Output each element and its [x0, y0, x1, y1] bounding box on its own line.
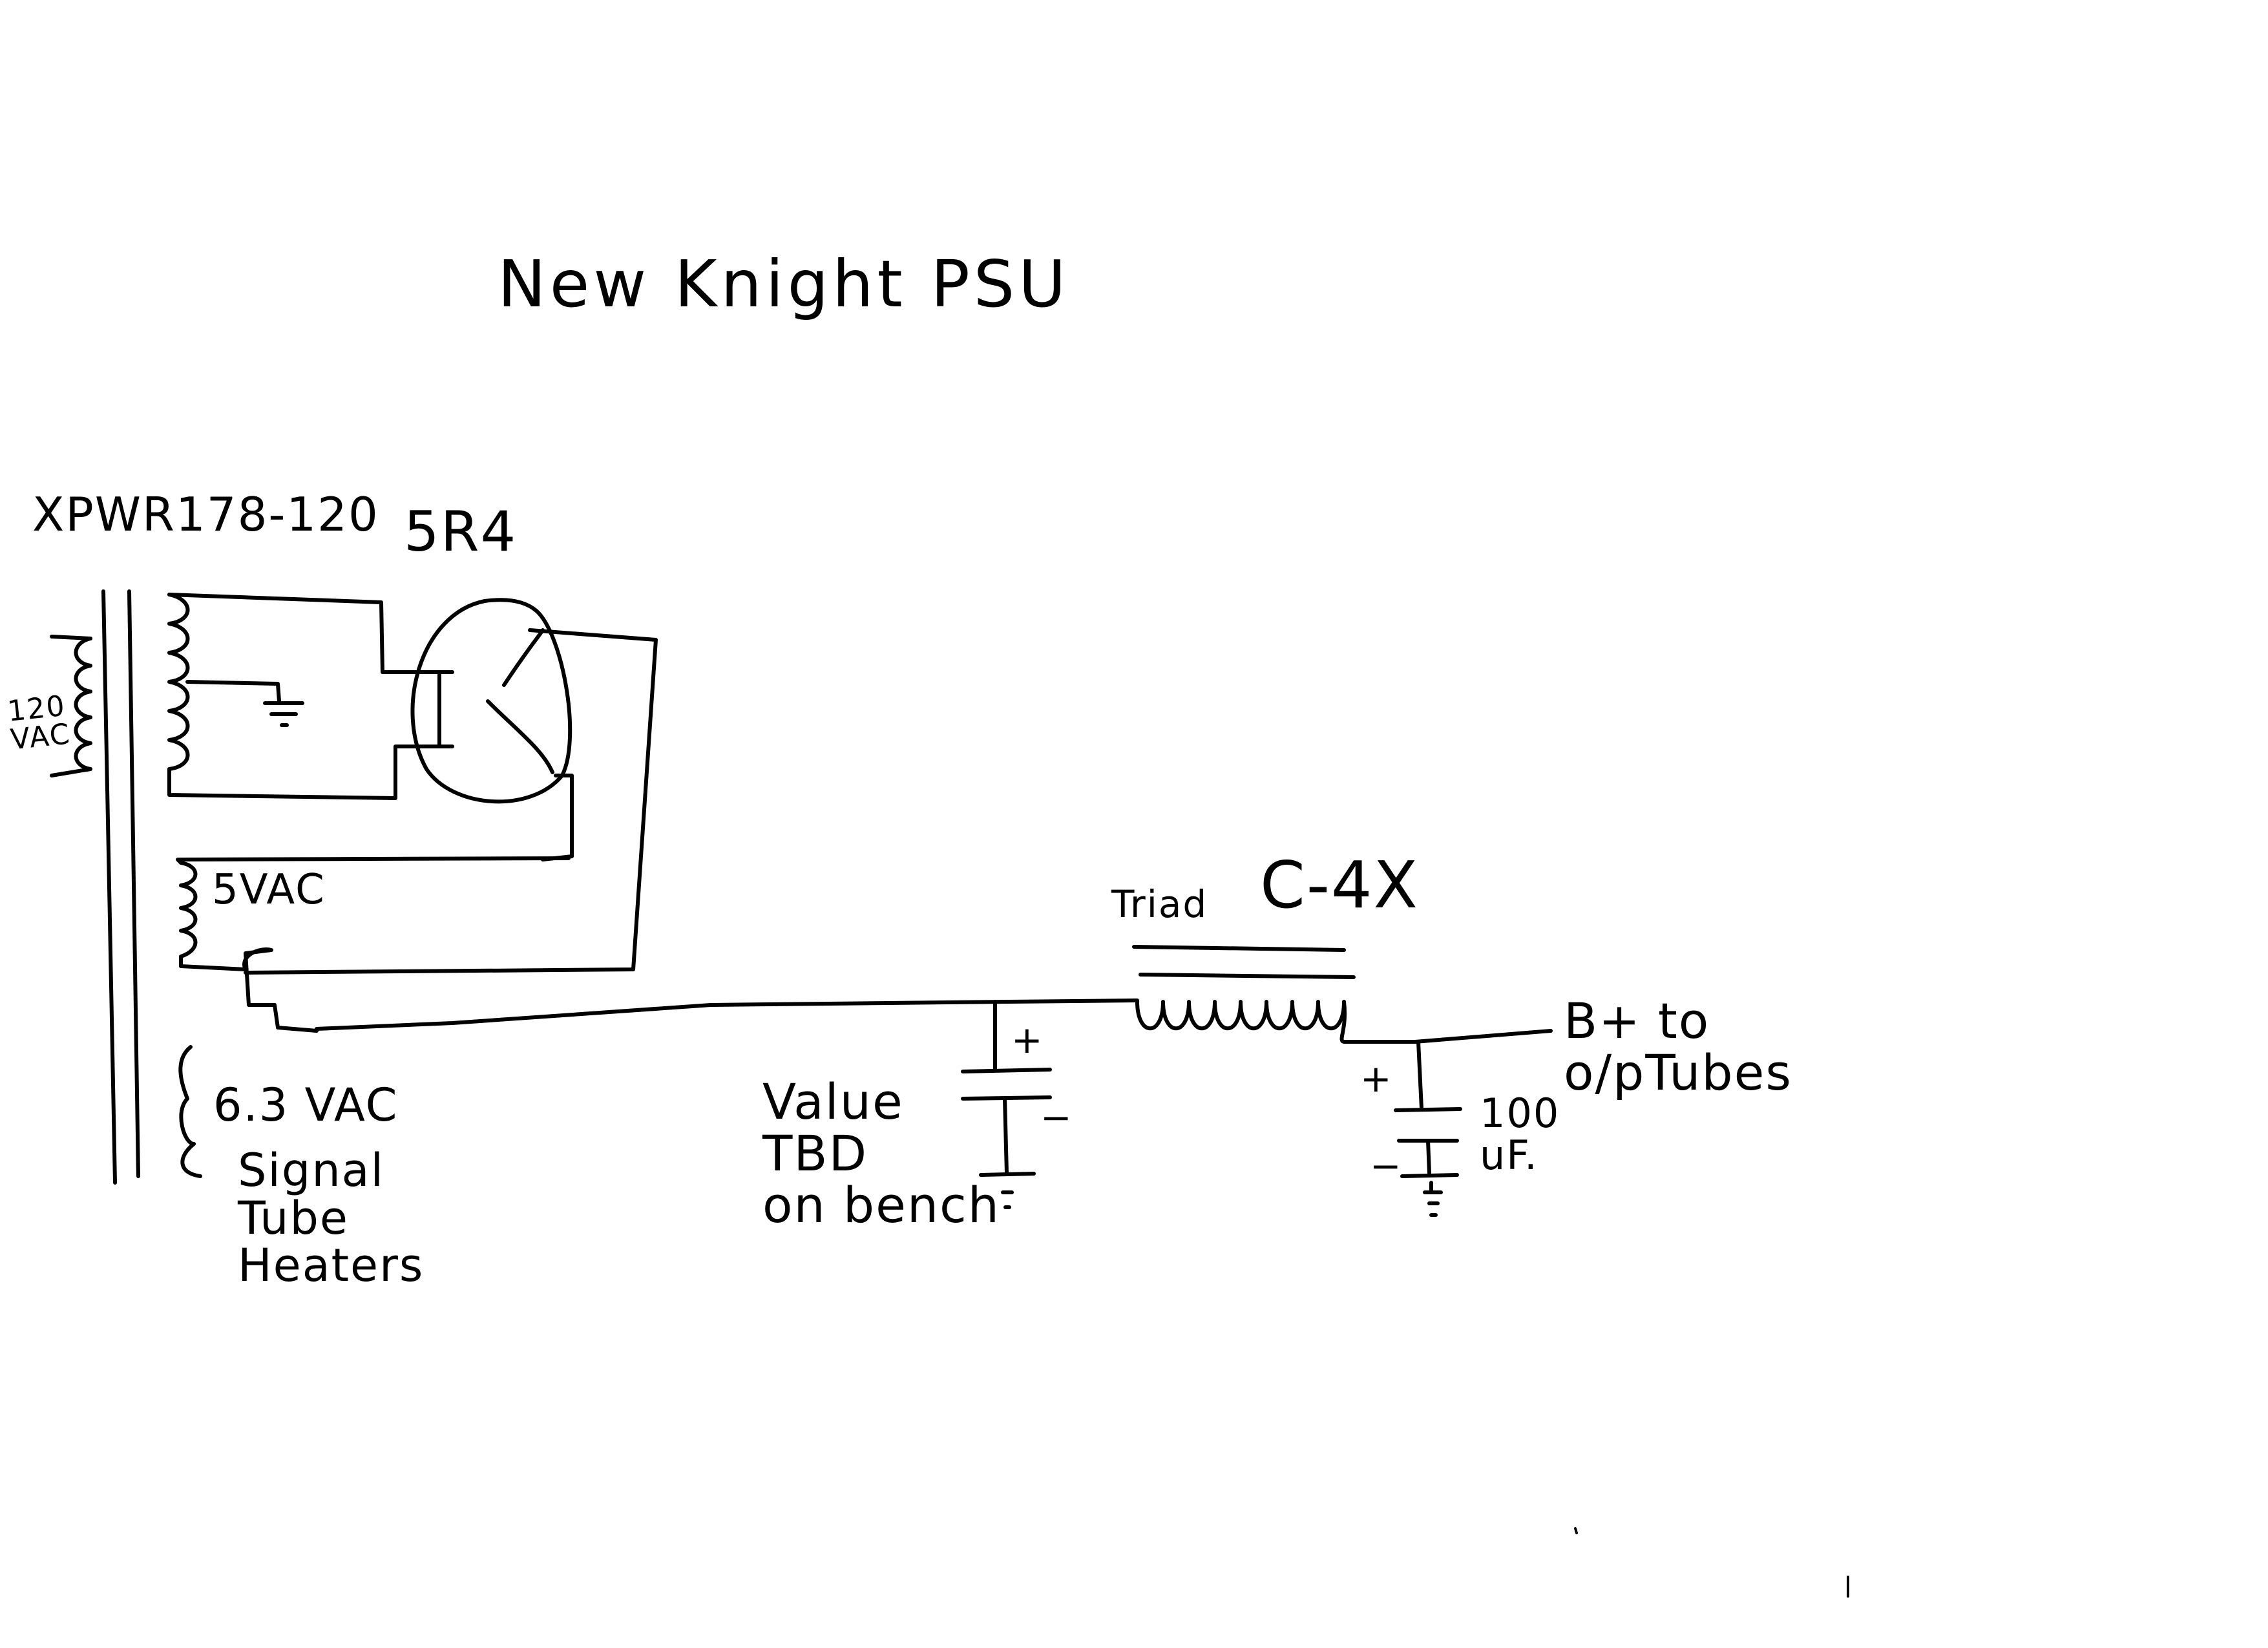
secondary-winding-icon	[178, 1045, 202, 1178]
output-label: B+ to o/pTubes	[1564, 992, 1792, 1101]
rectifier-label: 5R4	[404, 500, 518, 564]
first-cap-value-label: Value TBD on bench	[762, 1073, 1000, 1234]
b-plus-wire	[315, 998, 1139, 1031]
choke-brand-label: Triad	[1111, 882, 1208, 926]
signal-heater-voltage-label: 6.3 VAC	[213, 1079, 399, 1132]
rectifier-tube-icon	[244, 598, 658, 975]
page-title: New Knight PSU	[498, 246, 1070, 322]
first-cap-plus: +	[1011, 1018, 1044, 1062]
second-cap-minus: −	[1370, 1144, 1403, 1188]
electrolytic-capacitor-icon	[1394, 1040, 1462, 1178]
transformer-core-icon	[101, 589, 140, 1185]
first-cap-minus: −	[1040, 1095, 1073, 1139]
second-cap-value-label: 100 uF.	[1480, 1090, 1560, 1179]
signal-heater-note: Signal Tube Heaters	[238, 1144, 425, 1292]
ground-icon	[1001, 1190, 1014, 1209]
mains-input-label: 120 VAC	[6, 689, 73, 757]
second-cap-plus: +	[1360, 1057, 1393, 1101]
transformer-label: XPWR178-120	[32, 487, 379, 542]
secondary-winding-icon	[176, 856, 571, 1033]
choke-inductor-icon	[1132, 945, 1553, 1044]
transformer-primary-winding-icon	[50, 635, 92, 777]
secondary-winding-icon	[167, 593, 441, 800]
ground-icon	[263, 701, 304, 727]
electrolytic-capacitor-icon	[961, 1000, 1052, 1177]
choke-model-label: C-4X	[1260, 847, 1420, 923]
ground-icon	[1423, 1181, 1443, 1217]
rectifier-heater-label: 5VAC	[212, 866, 326, 914]
